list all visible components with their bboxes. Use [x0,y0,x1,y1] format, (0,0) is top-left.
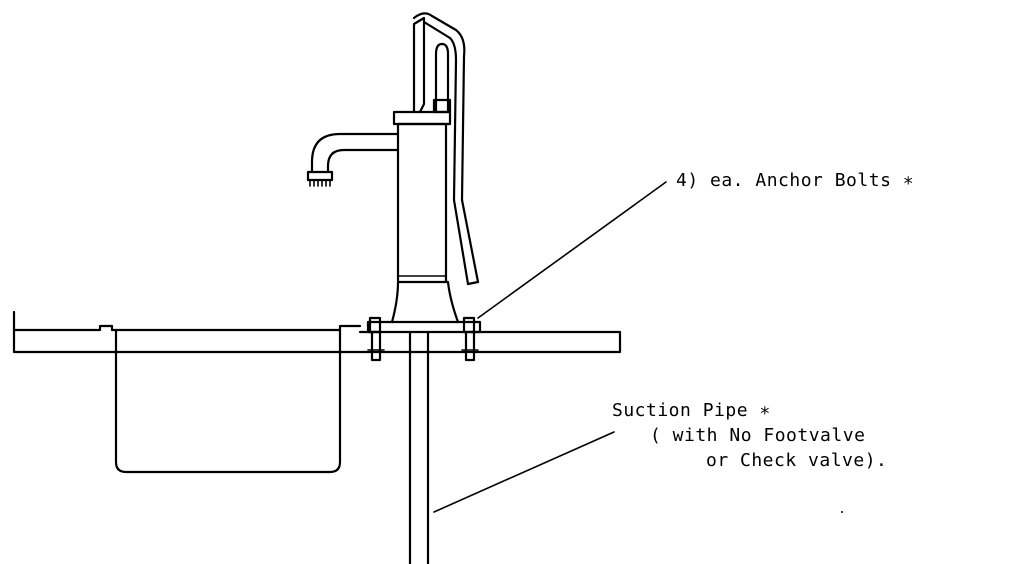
pump-spout [306,132,400,187]
pump-rod [412,16,452,114]
anchor-bolt-leader-line [477,181,667,319]
countertop [12,310,622,354]
suction-pipe-note-line1: ( with No Footvalve [650,425,865,446]
suction-pipe-leader-line [433,431,615,513]
anchor-bolt-left [367,316,385,362]
suction-pipe-label: Suction Pipe ∗ [612,400,771,421]
anchor-bolt-right [461,316,479,362]
sink-basin [114,328,342,474]
suction-pipe-note-line2: or Check valve). [706,450,887,471]
suction-pipe [408,330,430,564]
anchor-bolts-label: 4) ea. Anchor Bolts ∗ [676,170,914,191]
stray-dot [841,511,843,513]
pump-base-flange [366,280,482,334]
pump-body [392,110,452,284]
pump-handle [412,12,480,286]
